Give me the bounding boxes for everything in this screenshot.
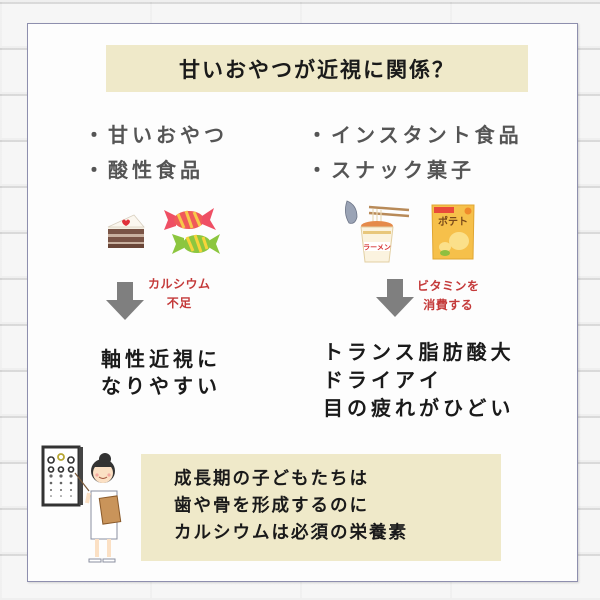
svg-text:ラーメン: ラーメン [363, 244, 391, 252]
cake-icon [107, 214, 145, 248]
right-food-list: ・インスタント食品 ・スナック菓子 [307, 118, 523, 188]
effect-note-vitamin: ビタミンを 消費する [417, 279, 480, 312]
effect-note-calcium: カルシウム 不足 [148, 277, 211, 310]
list-item: ・スナック菓子 [307, 158, 475, 182]
right-result: トランス脂肪酸大 ドライアイ 目の疲れがひどい [323, 340, 515, 420]
potato-chips-icon: ポテト [431, 204, 475, 260]
down-arrow-icon [106, 282, 144, 320]
left-food-list: ・甘いおやつ ・酸性食品 [84, 118, 228, 188]
candy-icon [164, 208, 220, 254]
list-item: ・インスタント食品 [307, 123, 523, 147]
eye-doctor-icon [41, 445, 122, 563]
list-item: ・酸性食品 [84, 158, 204, 182]
title-banner: 甘いおやつが近視に関係？ [106, 45, 528, 92]
content-card: 甘いおやつが近視に関係？ ・甘いおやつ ・酸性食品 ・インスタント食品 ・スナッ… [27, 23, 578, 582]
info-box: 成長期の子どもたちは 歯や骨を形成するのに カルシウムは必須の栄養素 [141, 454, 501, 561]
list-item: ・甘いおやつ [84, 123, 228, 147]
page-title: 甘いおやつが近視に関係？ [179, 57, 455, 82]
cup-ramen-icon: ラーメン [345, 200, 410, 263]
left-result: 軸性近視に なりやすい [101, 347, 221, 398]
down-arrow-icon [376, 279, 414, 317]
info-text: 成長期の子どもたちは 歯や骨を形成するのに カルシウムは必須の栄養素 [174, 469, 408, 543]
svg-text:ポテト: ポテト [438, 215, 468, 228]
